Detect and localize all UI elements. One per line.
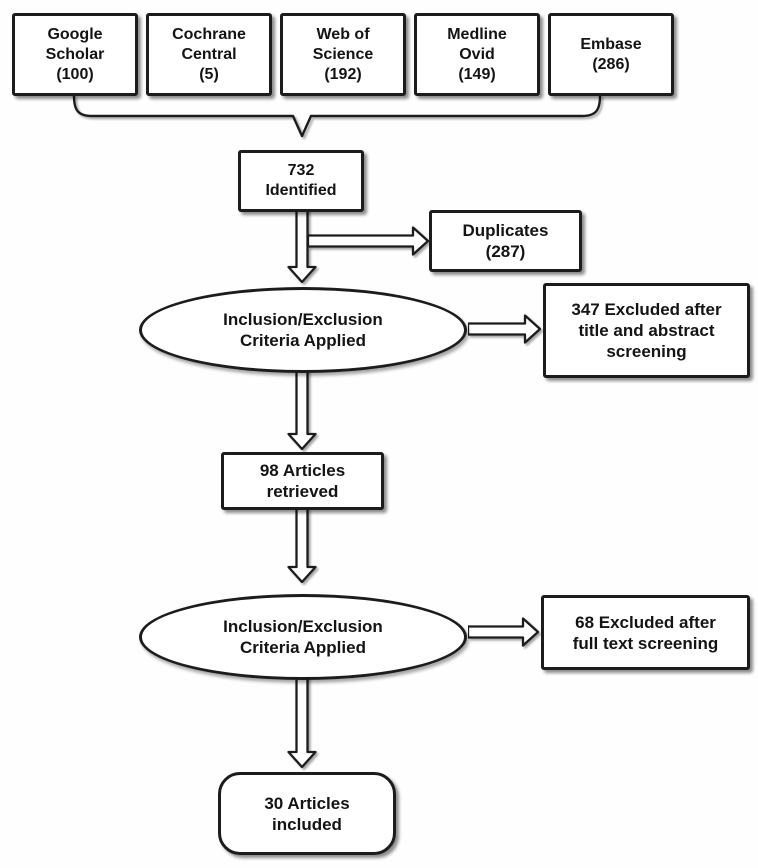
source-box-medline-ovid: Medline Ovid (149) bbox=[414, 13, 540, 96]
excluded-line: title and abstract bbox=[578, 321, 715, 340]
screening-line: Inclusion/Exclusion bbox=[223, 310, 383, 329]
arrow-screening1-to-retrieved bbox=[287, 370, 317, 450]
source-name-line: Google bbox=[47, 25, 103, 43]
excluded-line: 347 Excluded after bbox=[571, 300, 722, 319]
screening-line: Inclusion/Exclusion bbox=[223, 617, 383, 636]
identified-count: 732 bbox=[287, 162, 315, 179]
source-name-line: Embase bbox=[580, 35, 642, 53]
excluded-line: screening bbox=[606, 342, 687, 361]
arrow-screening2-to-included bbox=[287, 677, 317, 768]
excluded-full-text-box: 68 Excluded after full text screening bbox=[541, 595, 750, 670]
source-name-line: Medline bbox=[447, 25, 507, 43]
screening-line: Criteria Applied bbox=[240, 331, 366, 350]
arrow-retrieved-to-screening2 bbox=[287, 508, 317, 583]
excluded-line: full text screening bbox=[572, 633, 719, 653]
source-count: (100) bbox=[56, 65, 94, 83]
identified-box: 732 Identified bbox=[238, 150, 364, 212]
source-count: (192) bbox=[324, 65, 362, 83]
screening-line: Criteria Applied bbox=[240, 638, 366, 657]
included-box: 30 Articles included bbox=[218, 772, 396, 855]
arrow-screening1-to-excluded bbox=[468, 314, 541, 344]
excluded-line: 68 Excluded after bbox=[575, 612, 716, 632]
screening-ellipse-title-abstract: Inclusion/Exclusion Criteria Applied bbox=[139, 287, 467, 373]
retrieved-line: retrieved bbox=[266, 482, 339, 501]
source-name-line: Web of bbox=[316, 25, 370, 43]
source-box-embase: Embase (286) bbox=[548, 13, 674, 96]
brace-connector bbox=[72, 94, 602, 138]
source-box-web-of-science: Web of Science (192) bbox=[280, 13, 406, 96]
source-name-line: Scholar bbox=[45, 45, 105, 63]
retrieved-box: 98 Articles retrieved bbox=[221, 452, 384, 510]
source-count: (286) bbox=[592, 55, 630, 73]
source-box-google-scholar: Google Scholar (100) bbox=[12, 13, 138, 96]
duplicates-count: (287) bbox=[485, 242, 526, 261]
source-name-line: Science bbox=[312, 45, 374, 63]
arrow-identified-to-screening1 bbox=[287, 208, 317, 283]
screening-ellipse-full-text: Inclusion/Exclusion Criteria Applied bbox=[139, 594, 467, 680]
included-line: 30 Articles bbox=[264, 793, 350, 813]
arrow-to-duplicates bbox=[308, 226, 429, 256]
duplicates-box: Duplicates (287) bbox=[429, 210, 582, 272]
source-box-cochrane-central: Cochrane Central (5) bbox=[146, 13, 272, 96]
arrow-screening2-to-excluded bbox=[468, 617, 539, 647]
identified-label: Identified bbox=[265, 182, 337, 199]
source-name-line: Ovid bbox=[459, 45, 495, 63]
excluded-title-abstract-box: 347 Excluded after title and abstract sc… bbox=[543, 283, 750, 378]
retrieved-line: 98 Articles bbox=[259, 461, 346, 480]
source-count: (5) bbox=[199, 65, 219, 83]
source-name-line: Central bbox=[181, 45, 237, 63]
included-line: included bbox=[272, 814, 342, 834]
duplicates-label: Duplicates bbox=[462, 221, 549, 240]
source-count: (149) bbox=[458, 65, 496, 83]
source-name-line: Cochrane bbox=[172, 25, 246, 43]
